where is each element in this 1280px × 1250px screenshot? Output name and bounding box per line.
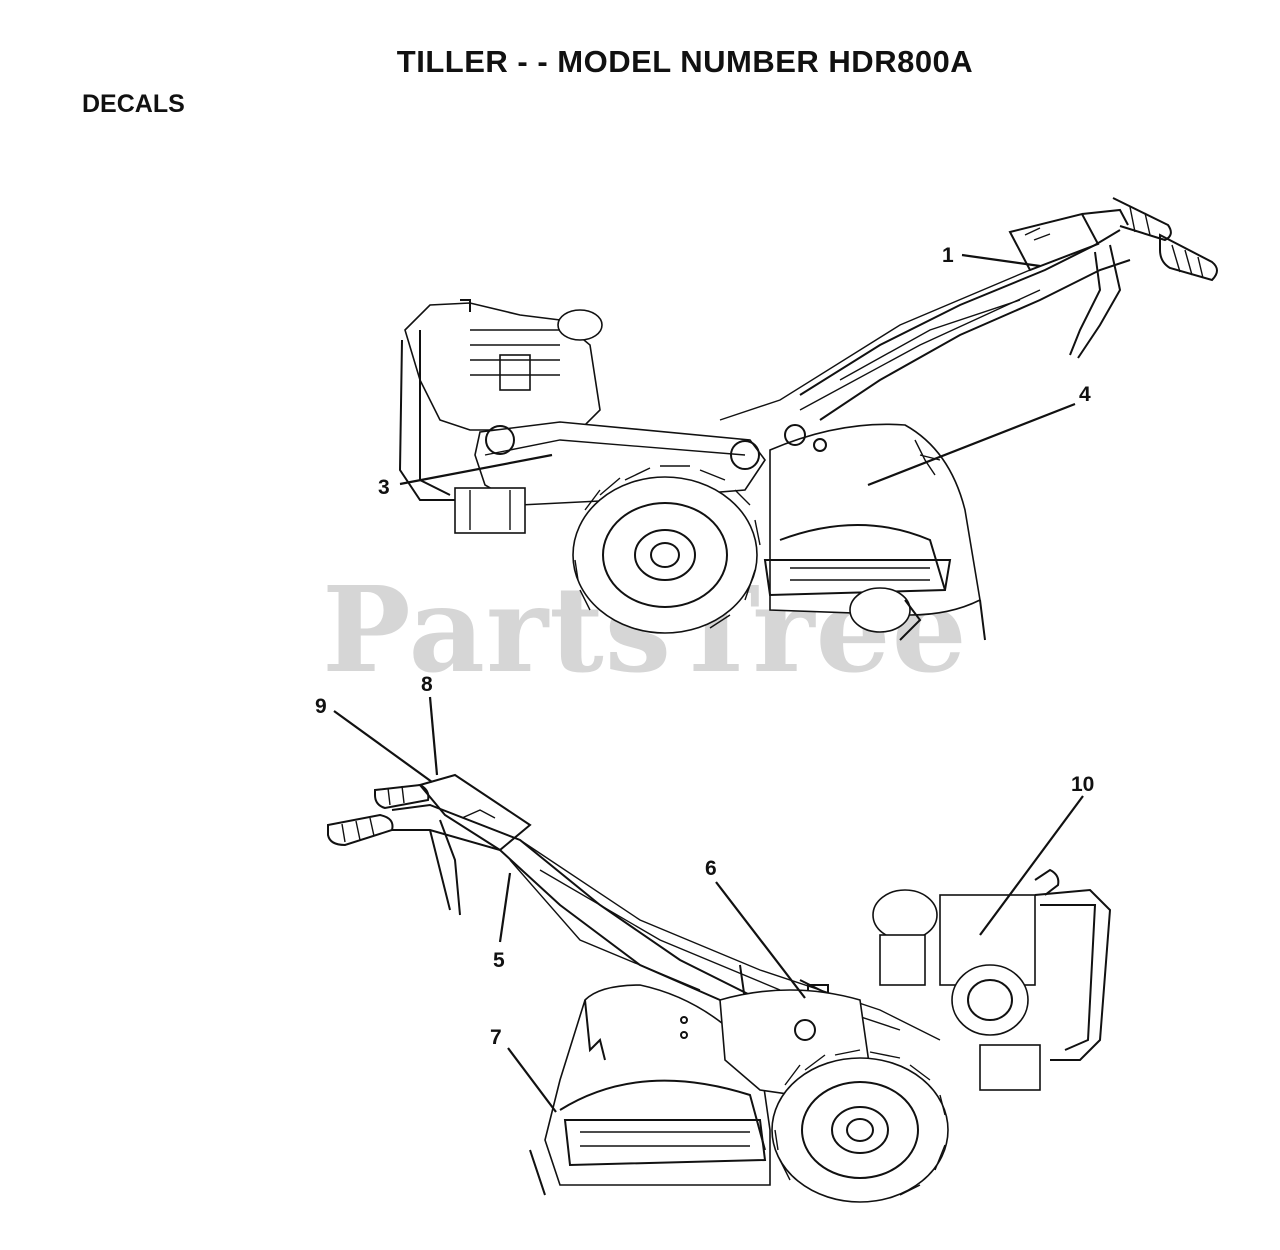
callout-labels: 1 3 4 5 6 7 8 9 10 [315, 244, 1094, 1049]
callout-leaders [333, 253, 1084, 1113]
callout-7: 7 [490, 1026, 502, 1049]
page-title: TILLER - - MODEL NUMBER HDR800A [396, 44, 974, 79]
callout-1: 1 [942, 244, 954, 267]
tiller-top-view [398, 197, 1218, 641]
tiller-bottom-view [327, 773, 1112, 1203]
section-title: DECALS [82, 90, 185, 118]
callout-4: 4 [1079, 383, 1091, 406]
callout-9: 9 [315, 695, 327, 718]
callout-10: 10 [1071, 773, 1094, 796]
callout-5: 5 [493, 949, 505, 972]
callout-6: 6 [705, 857, 717, 880]
callout-3: 3 [378, 476, 390, 499]
callout-8: 8 [421, 673, 433, 696]
